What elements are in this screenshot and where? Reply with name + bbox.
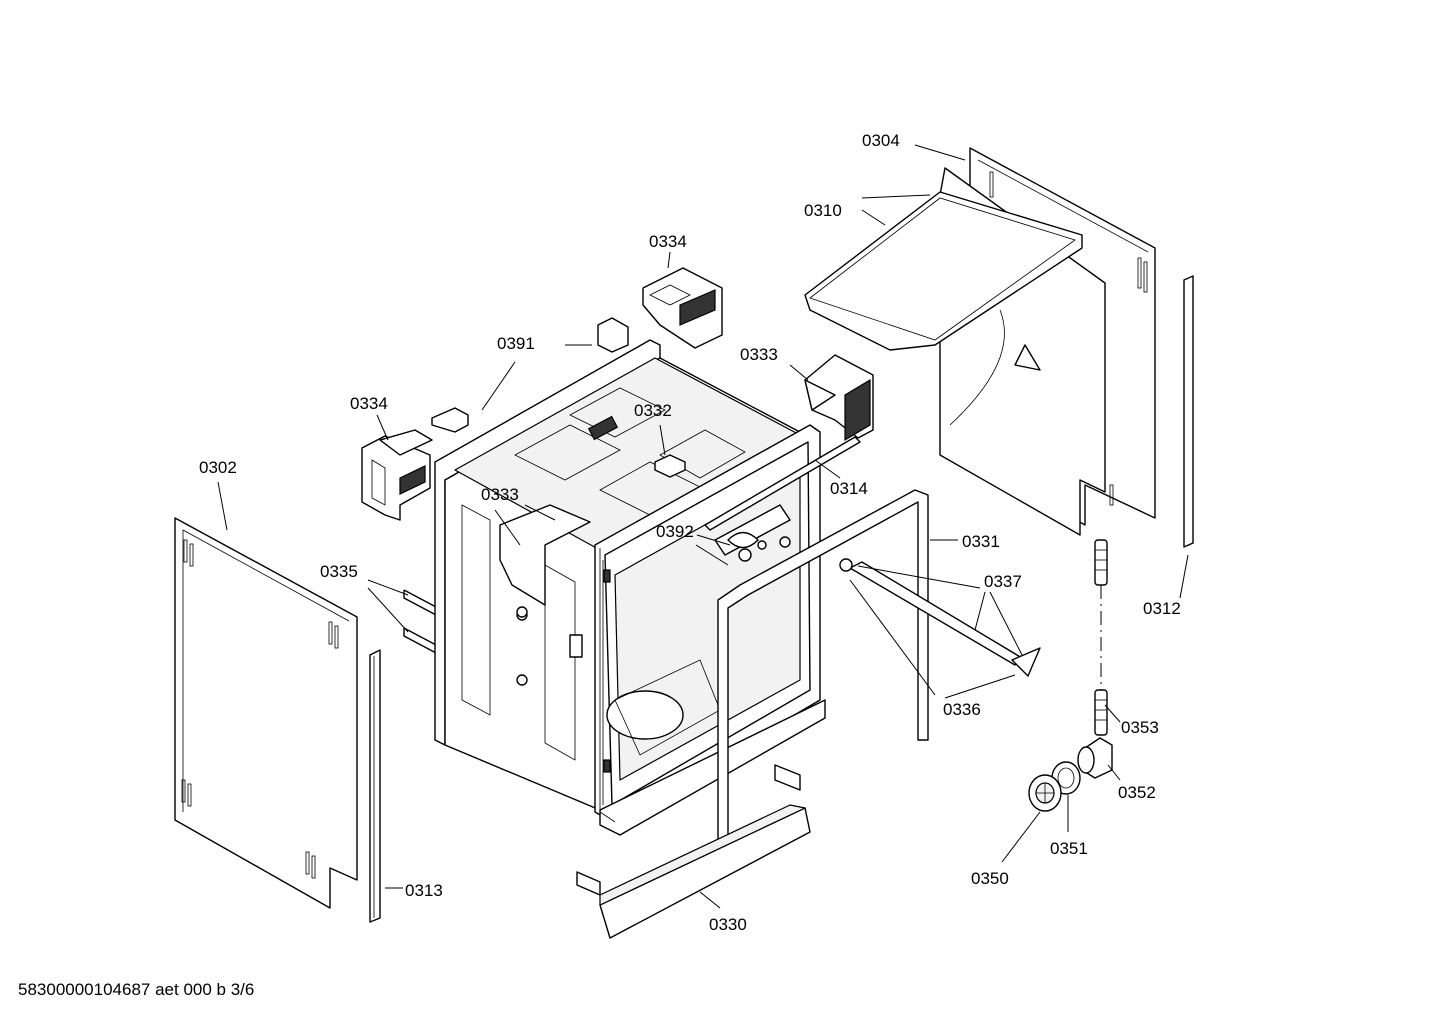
block-0333-center <box>499 504 591 618</box>
valve-0352 <box>1077 737 1113 779</box>
top-cover-0310 <box>804 191 1083 351</box>
edge-strip-0312 <box>1183 275 1194 548</box>
clip-0332 <box>654 454 686 478</box>
label-0391: 0391 <box>497 334 535 353</box>
block-0333-right <box>804 354 874 442</box>
document-reference: 58300000104687 aet 000 b 3/6 <box>18 980 255 999</box>
edge-strip-0313 <box>369 649 381 923</box>
label-0334-top: 0334 <box>649 232 687 251</box>
label-0335: 0335 <box>320 562 358 581</box>
label-0304: 0304 <box>862 131 900 150</box>
label-0334-left: 0334 <box>350 394 388 413</box>
frame-rail-0331 <box>717 489 929 851</box>
label-0353: 0353 <box>1121 718 1159 737</box>
label-0312: 0312 <box>1143 599 1181 618</box>
label-0302: 0302 <box>199 458 237 477</box>
label-0332: 0332 <box>634 401 672 420</box>
hinge-block-0334-top <box>642 267 723 349</box>
label-0333-center: 0333 <box>481 485 519 504</box>
nut-0350 <box>1028 774 1062 812</box>
hinge-block-0334-left <box>361 429 433 521</box>
bar-0337 <box>839 558 1041 677</box>
label-0310: 0310 <box>804 201 842 220</box>
label-0392: 0392 <box>656 522 694 541</box>
bracket-0391 <box>431 317 629 433</box>
part-labels: 0304 0310 0334 0333 0391 0334 0332 0302 … <box>199 131 1181 934</box>
plinth-0330 <box>576 764 811 939</box>
side-panel-left <box>174 517 358 909</box>
small-parts-0392 <box>727 531 767 562</box>
label-0331: 0331 <box>962 532 1000 551</box>
label-0330: 0330 <box>709 915 747 934</box>
label-0313: 0313 <box>405 881 443 900</box>
tub-body <box>434 339 826 836</box>
label-0351: 0351 <box>1050 839 1088 858</box>
leader-lines <box>217 144 1189 909</box>
label-0336: 0336 <box>943 700 981 719</box>
label-0352: 0352 <box>1118 783 1156 802</box>
label-0333-right: 0333 <box>740 345 778 364</box>
label-0350: 0350 <box>971 869 1009 888</box>
label-0337: 0337 <box>984 572 1022 591</box>
hose-0353 <box>1094 539 1108 736</box>
label-0314: 0314 <box>830 479 868 498</box>
